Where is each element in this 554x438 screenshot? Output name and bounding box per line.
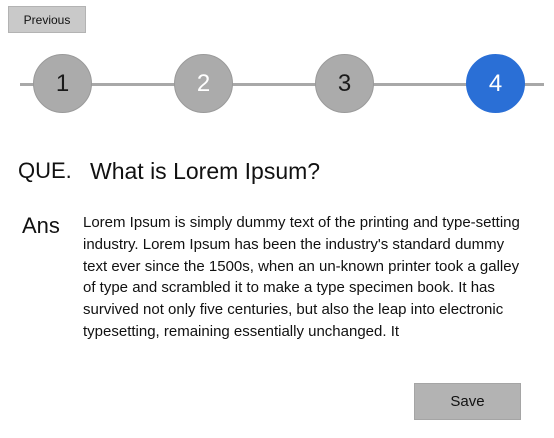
question-prefix: QUE. bbox=[18, 158, 72, 183]
answer-text: Lorem Ipsum is simply dummy text of the … bbox=[83, 214, 520, 340]
step-2[interactable]: 2 bbox=[174, 54, 233, 113]
previous-button[interactable]: Previous bbox=[8, 6, 86, 33]
answer-prefix: Ans bbox=[22, 213, 60, 238]
question-text: What is Lorem Ipsum? bbox=[90, 158, 321, 184]
progress-stepper: 1 2 3 4 bbox=[0, 50, 554, 120]
stepper-connector-line bbox=[20, 83, 544, 86]
step-3[interactable]: 3 bbox=[315, 54, 374, 113]
save-button[interactable]: Save bbox=[414, 383, 521, 420]
step-4-active[interactable]: 4 bbox=[466, 54, 525, 113]
step-1[interactable]: 1 bbox=[33, 54, 92, 113]
